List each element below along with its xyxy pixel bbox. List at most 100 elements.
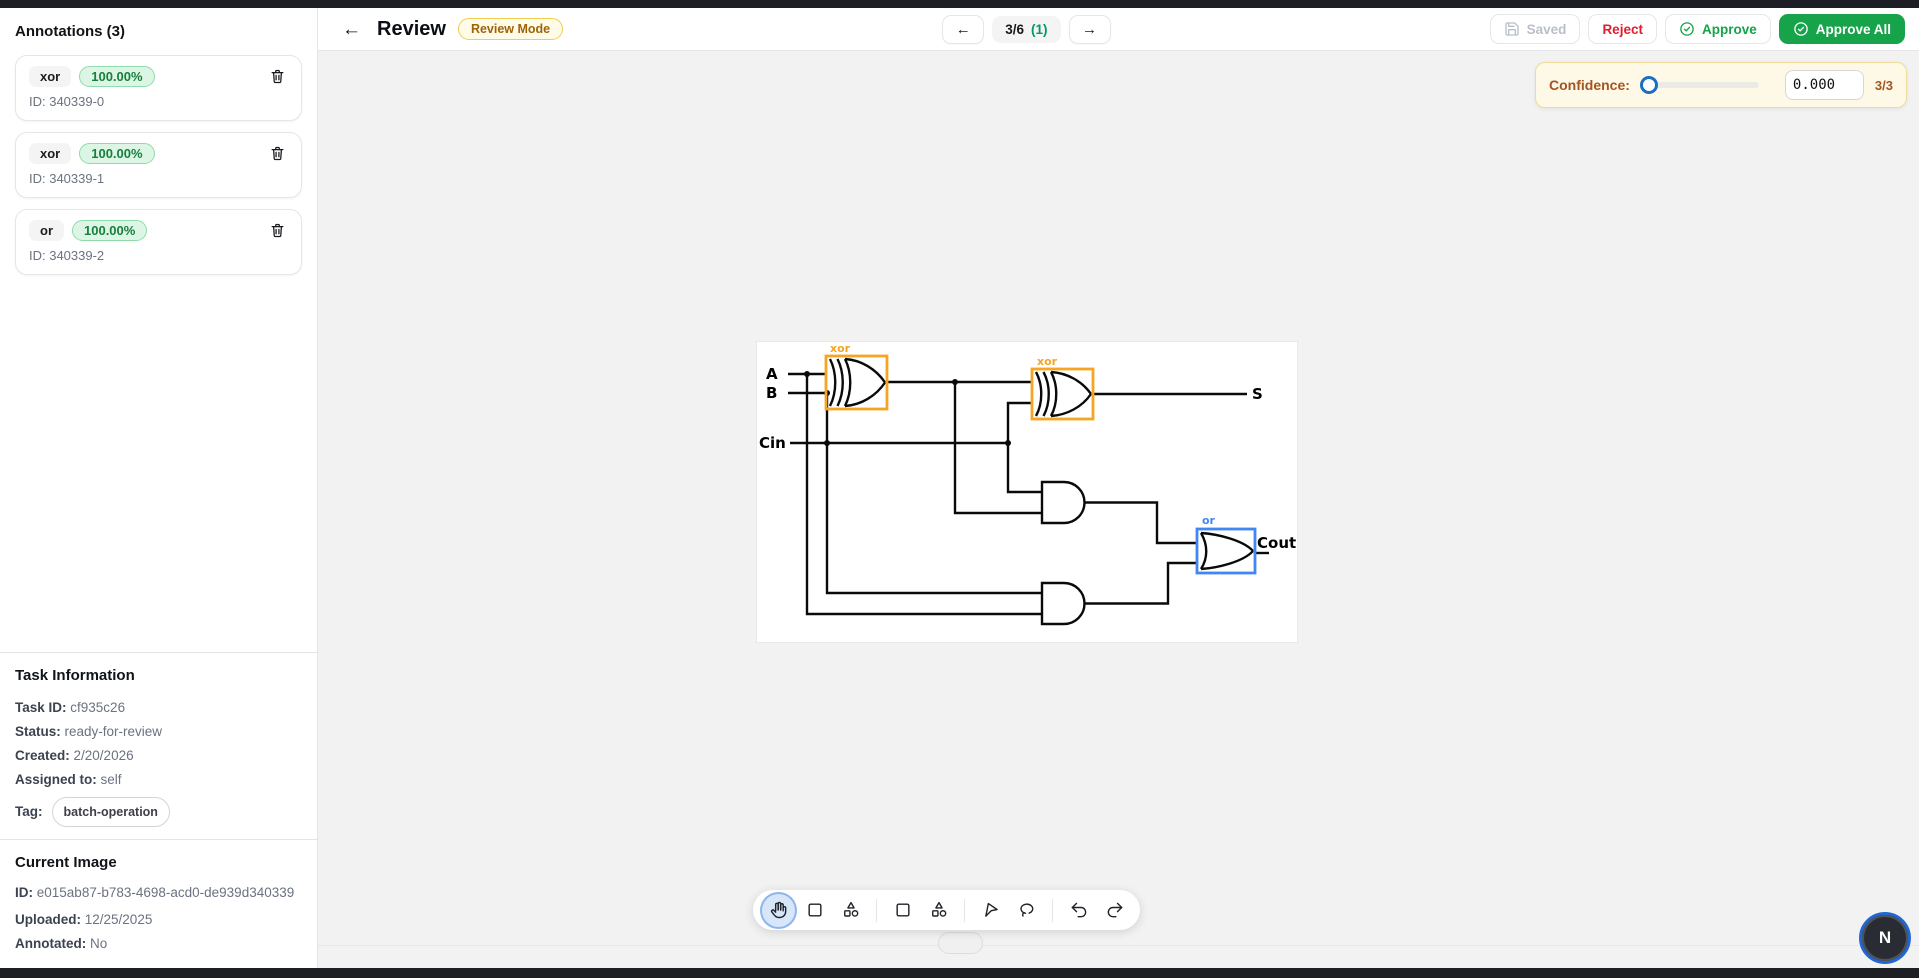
input-a-label: A [766,365,778,383]
trash-icon [269,222,286,239]
image-navigation: ← 3/6 (1) → [942,15,1110,44]
annotation-label-chip: xor [29,143,71,164]
polygon-select-tool-button[interactable] [922,894,955,927]
annotated-label: Annotated: [15,936,86,951]
annotations-section: Annotations (3) xor 100.00% ID: 340339-0… [0,8,317,290]
redo-button[interactable] [1098,894,1131,927]
shapes-icon [841,900,861,920]
created-row: Created: 2/20/2026 [15,744,302,768]
pan-tool-button[interactable] [762,894,795,927]
prev-image-button[interactable]: ← [942,15,984,44]
image-position: 3/6 [1005,22,1024,37]
task-information-title: Task Information [15,667,302,684]
status-row: Status: ready-for-review [15,720,302,744]
shapes-icon [929,900,949,920]
confidence-panel: Confidence: 3/3 [1535,62,1907,108]
annotations-title: Annotations (3) [15,23,302,40]
circuit-image: A B Cin S Cout xor xor or [757,342,1297,642]
task-id-value: cf935c26 [70,700,125,715]
confidence-slider[interactable] [1643,82,1759,88]
rectangle-icon [805,900,825,920]
select-tool-button[interactable] [974,894,1007,927]
back-button[interactable]: ← [342,20,361,39]
annotation-id: ID: 340339-0 [29,94,288,109]
toolbar-divider [876,899,877,922]
tag-label: Tag: [15,800,43,824]
review-header: ← Review Review Mode ← 3/6 (1) → Saved R… [318,8,1919,51]
xor-annotation-label: xor [1037,355,1058,368]
input-b-label: B [766,384,777,402]
confidence-counter: 3/3 [1875,78,1893,93]
polygon-tool-button[interactable] [834,894,867,927]
user-avatar[interactable]: N [1859,912,1911,964]
annotation-count: (1) [1031,22,1048,37]
review-mode-badge: Review Mode [458,18,563,40]
reject-button[interactable]: Reject [1588,14,1657,44]
annotation-card[interactable]: xor 100.00% ID: 340339-0 [15,55,302,121]
uploaded-label: Uploaded: [15,912,81,927]
cursor-icon [981,900,1001,920]
annotation-canvas: Confidence: 3/3 [318,51,1919,968]
undo-icon [1069,900,1089,920]
saved-button[interactable]: Saved [1490,14,1581,44]
annotated-value: No [90,936,107,951]
uploaded-row: Uploaded: 12/25/2025 [15,908,302,932]
rectangle-icon [893,900,913,920]
image-id-row: ID: e015ab87-b783-4698-acd0-de939d340339 [15,883,302,903]
bottom-panel-edge [318,945,1919,946]
trash-icon [269,68,286,85]
input-cin-label: Cin [759,434,786,452]
review-actions: Saved Reject Approve Approve All [1490,14,1905,44]
rectangle-tool-button[interactable] [798,894,831,927]
annotation-label-chip: or [29,220,64,241]
check-circle-icon [1793,21,1809,37]
annotated-row: Annotated: No [15,932,302,956]
full-adder-diagram: A B Cin S Cout xor xor or [757,342,1297,642]
confidence-chip: 100.00% [72,220,147,241]
current-image-title: Current Image [15,854,302,871]
save-icon [1504,21,1520,37]
lasso-icon [1017,900,1037,920]
hand-icon [769,900,789,920]
next-image-button[interactable]: → [1069,15,1111,44]
saved-label: Saved [1527,22,1567,37]
page-title: Review [377,18,446,41]
rectangle-select-tool-button[interactable] [886,894,919,927]
drawer-handle[interactable] [938,932,983,954]
approve-all-button[interactable]: Approve All [1779,14,1905,44]
avatar-initial: N [1879,928,1891,948]
window-chrome-top [0,0,1919,8]
created-value: 2/20/2026 [74,748,134,763]
sidebar: Annotations (3) xor 100.00% ID: 340339-0… [0,8,318,968]
lasso-tool-button[interactable] [1010,894,1043,927]
delete-annotation-button[interactable] [267,66,288,87]
annotation-card[interactable]: or 100.00% ID: 340339-2 [15,209,302,275]
created-label: Created: [15,748,70,763]
annotation-id: ID: 340339-2 [29,248,288,263]
tool-toolbar [753,890,1140,930]
toolbar-divider [1052,899,1053,922]
tag-pill: batch-operation [52,797,170,827]
tag-row: Tag: batch-operation [15,797,302,827]
undo-button[interactable] [1062,894,1095,927]
confidence-slider-knob[interactable] [1640,76,1658,94]
uploaded-value: 12/25/2025 [85,912,153,927]
approve-button[interactable]: Approve [1665,14,1771,44]
annotation-card[interactable]: xor 100.00% ID: 340339-1 [15,132,302,198]
image-id-value: e015ab87-b783-4698-acd0-de939d340339 [37,885,294,900]
task-id-row: Task ID: cf935c26 [15,696,302,720]
redo-icon [1105,900,1125,920]
approve-label: Approve [1702,22,1757,37]
current-image-section: Current Image ID: e015ab87-b783-4698-acd… [0,839,317,968]
approve-all-label: Approve All [1816,22,1891,37]
reject-label: Reject [1602,22,1643,37]
toolbar-divider [964,899,965,922]
xor-annotation-label: xor [830,342,851,355]
delete-annotation-button[interactable] [267,220,288,241]
trash-icon [269,145,286,162]
confidence-input[interactable] [1785,70,1864,100]
status-value: ready-for-review [65,724,163,739]
delete-annotation-button[interactable] [267,143,288,164]
assigned-label: Assigned to: [15,772,97,787]
image-id-label: ID: [15,885,33,900]
